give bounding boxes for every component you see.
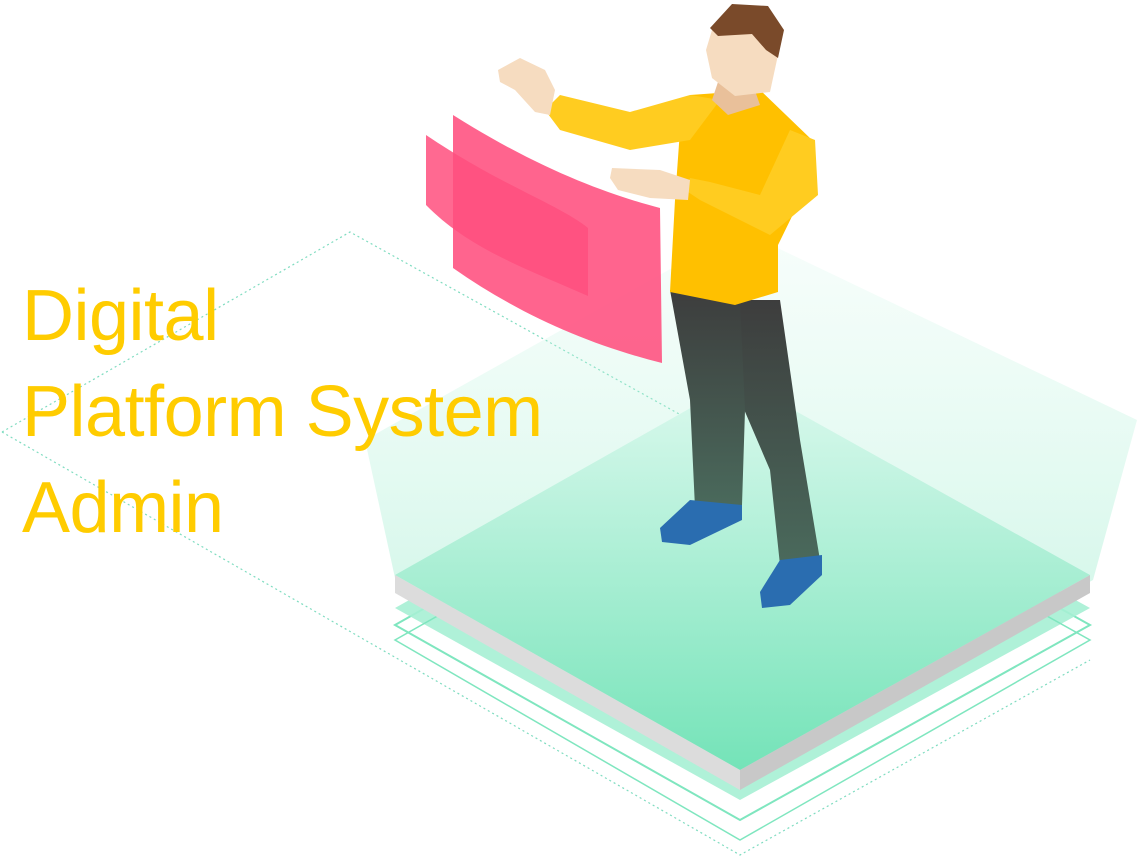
page-title: Digital Platform System Admin bbox=[22, 268, 543, 556]
shoe-left bbox=[660, 500, 742, 545]
floating-screen-icon bbox=[426, 115, 662, 363]
isometric-platform-icon bbox=[395, 380, 1090, 790]
title-line-digital: Digital bbox=[22, 276, 219, 356]
person-figure bbox=[498, 4, 822, 608]
hair bbox=[710, 4, 784, 58]
title-line-platform-system: Platform System bbox=[22, 372, 543, 452]
shoe-right bbox=[760, 555, 822, 608]
title-line-admin: Admin bbox=[22, 468, 224, 548]
